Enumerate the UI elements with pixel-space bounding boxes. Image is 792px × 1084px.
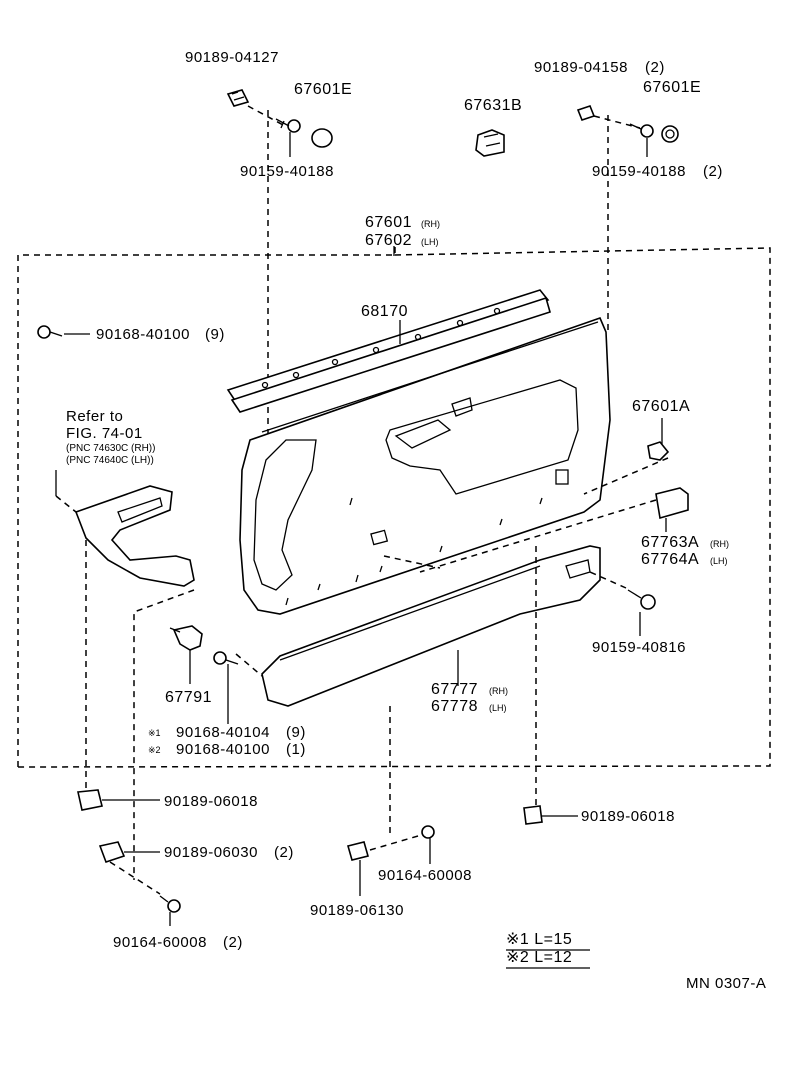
label-cover-rh-side: (RH) [710,539,729,549]
assembly-boundary [17,245,771,768]
label-cover-lh: 67764A [641,551,699,568]
label-trim-rh: 67601 [365,214,412,231]
label-clip-67791: 67791 [165,689,212,706]
label-note1-qty: (9) [286,724,306,741]
screw-top-left-icon [275,118,301,133]
label-screw-lower-center: 90164-60008 [378,867,472,884]
label-nut-lower-right: 90189-06018 [581,808,675,825]
length-legend: ※1 L=15 ※2 L=12 [506,931,590,969]
nut-lower-left2-icon [98,841,126,864]
label-cover-rh: 67763A [641,534,699,551]
label-nut-lower-left2-qty: (2) [274,844,294,861]
label-pocket-rh: 67777 [431,681,478,698]
label-pnc-rh: (PNC 74630C (RH)) [66,443,155,454]
label-screw-top-right-qty: (2) [703,163,723,180]
screw-top-right-icon [629,123,654,138]
cover-67763a-icon [655,487,689,520]
screw-note-icon [213,651,239,665]
label-weatherstrip: 68170 [361,303,408,320]
bracket-67631b-icon [475,129,505,157]
label-note2-qty: (1) [286,741,306,758]
label-screw-top-left: 90159-40188 [240,163,334,180]
label-screw-top-right: 90159-40188 [592,163,686,180]
nut-lower-right-icon [523,805,543,825]
label-cap-right: 67601A [632,398,690,415]
screw-left-icon [37,325,63,339]
label-pnc-lh: (PNC 74640C (LH)) [66,455,154,466]
label-nut-lower-left: 90189-06018 [164,793,258,810]
label-note2-part: 90168-40100 [176,741,270,758]
label-screw-right: 90159-40816 [592,639,686,656]
label-trim-lh-side: (LH) [421,237,439,247]
door-pocket-icon [261,545,601,707]
screw-lower-left-icon [159,895,181,913]
label-nut-lower-center: 90189-06130 [310,902,404,919]
label-clip-top-right-qty: (2) [645,59,665,76]
cap-top-right-icon [661,125,679,143]
cap-right-icon [647,441,670,461]
cap-top-left-icon [311,128,333,148]
nut-lower-left-icon [77,789,103,811]
clip-67791-icon [169,625,203,651]
weatherstrip-68170-icon [226,289,551,413]
legend-row-2: ※2 L=12 [506,949,572,966]
label-pocket-lh-side: (LH) [489,703,507,713]
nut-lower-center-icon [347,841,369,861]
label-note1-mark: ※1 [148,728,161,738]
label-fig-ref: FIG. 74-01 [66,425,143,442]
label-clip-top-left: 90189-04127 [185,49,279,66]
label-trim-rh-side: (RH) [421,219,440,229]
door-trim-panel-icon [239,316,611,615]
label-cap-top-left: 67601E [294,81,352,98]
label-trim-lh: 67602 [365,232,412,249]
label-pocket-rh-side: (RH) [489,686,508,696]
label-screw-left-qty: (9) [205,326,225,343]
label-screw-lower-left-qty: (2) [223,934,243,951]
clip-top-left-icon [226,89,250,107]
label-refer-to: Refer to [66,408,123,425]
label-note2-mark: ※2 [148,745,161,755]
label-pocket-lh: 67778 [431,698,478,715]
label-screw-left: 90168-40100 [96,326,190,343]
clip-top-right-icon [576,105,596,121]
armrest-handle-icon [74,485,195,587]
screw-right-icon [627,589,656,610]
screw-lower-center-icon [421,825,435,839]
label-bracket-top: 67631B [464,97,522,114]
diagram-code: MN 0307-A [686,975,766,992]
label-clip-top-right: 90189-04158 [534,59,628,76]
label-nut-lower-left2: 90189-06030 [164,844,258,861]
label-cap-top-right: 67601E [643,79,701,96]
label-cover-lh-side: (LH) [710,556,728,566]
label-screw-lower-left: 90164-60008 [113,934,207,951]
label-note1-part: 90168-40104 [176,724,270,741]
legend-row-1: ※1 L=15 [506,931,572,948]
